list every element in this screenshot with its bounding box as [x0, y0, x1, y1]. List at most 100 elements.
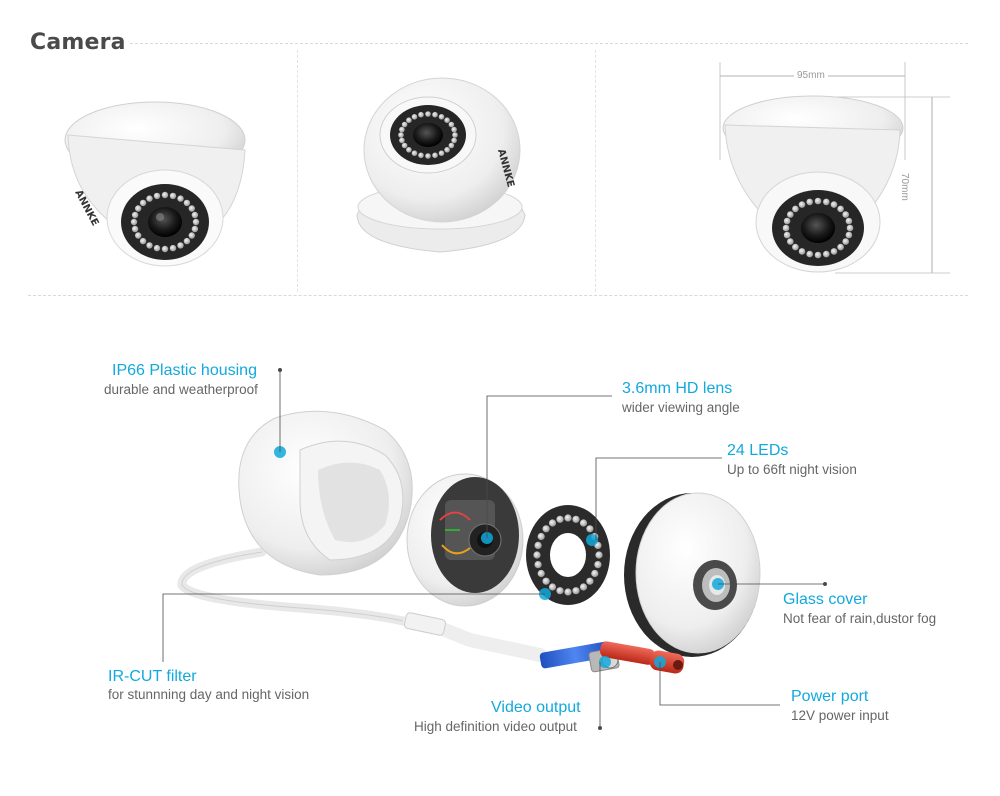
ir-led: [542, 577, 550, 585]
ir-led: [131, 211, 139, 219]
glass-cover-base: [624, 492, 761, 657]
ir-led: [806, 198, 813, 206]
callout-housing-title: IP66 Plastic housing: [112, 362, 257, 379]
ir-led: [146, 242, 153, 249]
ir-led: [406, 147, 412, 153]
ir-led: [572, 515, 580, 523]
camera-view-dimensioned: [719, 62, 950, 274]
ir-led: [448, 121, 455, 128]
ir-led: [533, 551, 541, 559]
ir-led: [448, 142, 455, 149]
callout-glass-title: Glass cover: [783, 591, 868, 608]
ir-led: [399, 137, 405, 144]
panel-divider: [297, 50, 298, 292]
callout-leds-title: 24 LEDs: [727, 442, 789, 459]
ir-led: [183, 199, 191, 207]
ir-led: [579, 519, 588, 527]
ir-led: [418, 111, 424, 118]
ir-led: [846, 224, 854, 232]
ir-led: [842, 211, 849, 218]
ir-led: [161, 245, 169, 253]
ir-led: [191, 211, 199, 219]
dimension-height: 70mm: [899, 170, 910, 204]
ir-led: [787, 238, 794, 245]
ir-led: [579, 583, 588, 591]
ir-led: [556, 587, 564, 595]
ir-led: [586, 577, 594, 585]
ir-led: [806, 250, 813, 258]
marker-leds: [586, 534, 598, 546]
ir-led: [837, 243, 844, 251]
housing-part: [238, 410, 413, 576]
ir-led: [556, 515, 564, 523]
ir-led: [534, 541, 542, 550]
section-title: Camera: [30, 30, 126, 55]
ir-led: [837, 205, 844, 213]
ir-led: [823, 198, 830, 206]
ir-led: [595, 551, 603, 559]
ir-led: [192, 218, 200, 226]
ir-led: [452, 132, 458, 138]
camera-view-front-left: ANNKE: [64, 101, 246, 267]
ir-led: [586, 525, 594, 533]
ir-led: [564, 588, 572, 596]
ir-led: [139, 237, 147, 245]
leader-lines: [162, 370, 825, 728]
ir-led: [153, 192, 161, 200]
ir-led: [537, 569, 545, 578]
ir-led: [401, 142, 408, 149]
ir-led: [438, 150, 445, 156]
ir-led: [191, 225, 199, 233]
ir-led: [399, 126, 405, 133]
ir-led: [783, 231, 791, 239]
ir-led: [842, 238, 849, 245]
ir-led: [401, 121, 408, 128]
callout-video-subtitle: High definition video output: [414, 719, 577, 734]
ir-led: [798, 201, 806, 208]
ir-led: [830, 248, 838, 255]
ir-led: [444, 147, 450, 153]
ir-led: [131, 225, 139, 233]
ir-led: [542, 525, 550, 533]
marker-video: [599, 656, 611, 668]
ir-led: [135, 232, 142, 239]
dimension-width: 95mm: [794, 70, 828, 81]
ir-led: [418, 152, 424, 159]
ir-led: [425, 111, 431, 117]
ir-led: [411, 150, 418, 156]
callout-leds-subtitle: Up to 66ft night vision: [727, 462, 857, 477]
ir-led: [792, 205, 799, 213]
panel-divider: [595, 50, 596, 292]
camera-view-tilted: ANNKE: [356, 77, 526, 253]
ir-led: [425, 153, 431, 159]
ir-led: [135, 205, 142, 212]
ir-led: [782, 224, 790, 232]
ir-led: [169, 192, 177, 200]
callout-power-title: Power port: [791, 688, 869, 705]
ir-led: [798, 248, 806, 255]
callout-glass-subtitle: Not fear of rain,dustor fog: [783, 611, 937, 626]
ir-led: [814, 197, 822, 205]
ir-led: [814, 251, 822, 259]
ir-led: [845, 231, 853, 239]
ir-led: [411, 114, 418, 120]
ir-led: [130, 218, 138, 226]
ir-led: [787, 211, 794, 218]
ir-led: [537, 532, 545, 541]
callout-ircut-title: IR-CUT filter: [108, 668, 197, 685]
ir-led: [438, 114, 445, 120]
callout-ircut-subtitle: for stunnning day and night vision: [108, 687, 310, 702]
lens-module: [406, 473, 524, 607]
ir-led: [792, 243, 799, 251]
ir-led: [451, 126, 457, 133]
ir-led: [534, 561, 542, 569]
header-divider: [130, 43, 968, 44]
ir-led: [183, 237, 191, 245]
ir-led: [153, 244, 161, 252]
callout-lens-title: 3.6mm HD lens: [622, 380, 733, 397]
ir-led: [451, 137, 457, 144]
ir-led: [783, 217, 791, 225]
ir-led: [591, 569, 599, 578]
ir-led: [845, 217, 853, 225]
